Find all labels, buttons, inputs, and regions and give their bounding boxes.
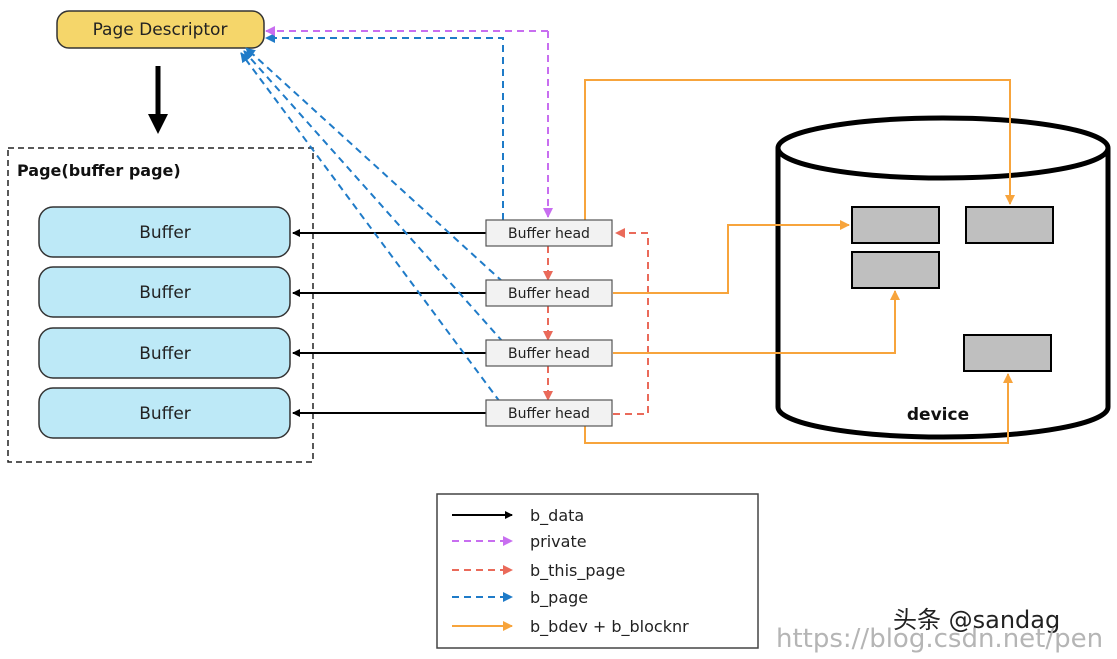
buffer-label: Buffer <box>139 223 191 243</box>
b-data-arrows <box>292 229 486 417</box>
legend-item-b-data: b_data <box>452 506 584 526</box>
device-block <box>851 251 940 289</box>
down-arrow-icon <box>148 66 168 134</box>
buffer-label: Buffer <box>139 283 191 303</box>
buffer: Buffer <box>38 387 291 439</box>
legend-label: b_bdev + b_blocknr <box>530 617 689 637</box>
buffer: Buffer <box>38 206 291 258</box>
buffer-head: Buffer head <box>485 219 613 247</box>
legend: b_data private b_this_page b_page b_bdev… <box>436 493 759 649</box>
device-cylinder: device <box>775 115 1111 440</box>
legend-label: b_page <box>530 588 588 608</box>
page-descriptor: Page Descriptor <box>56 10 265 49</box>
b-this-page-arrows <box>543 228 649 415</box>
page-descriptor-label: Page Descriptor <box>93 20 228 40</box>
device-label: device <box>907 405 969 425</box>
buffer-head-label: Buffer head <box>508 346 590 362</box>
legend-item-b-this-page: b_this_page <box>452 561 625 581</box>
watermark-author: 头条 @sandag <box>893 606 1061 634</box>
buffer-label: Buffer <box>139 344 191 364</box>
watermark-url: https://blog.csdn.net/pen <box>776 624 1104 654</box>
page-box: Page(buffer page) <box>7 147 314 463</box>
legend-label: b_data <box>530 506 584 526</box>
legend-label: b_this_page <box>530 561 625 581</box>
device-block <box>963 334 1052 372</box>
b-page-arrows <box>240 33 504 403</box>
device-block <box>965 206 1054 244</box>
buffer-head-label: Buffer head <box>508 406 590 422</box>
buffer-head-label: Buffer head <box>508 226 590 242</box>
legend-item-b-bdev-blocknr: b_bdev + b_blocknr <box>452 617 689 637</box>
legend-item-private: private <box>452 532 587 551</box>
buffer-head-label: Buffer head <box>508 286 590 302</box>
b-bdev-blocknr-arrows <box>584 79 1015 444</box>
legend-item-b-page: b_page <box>452 588 588 608</box>
legend-label: private <box>530 532 587 551</box>
buffer-label: Buffer <box>139 404 191 424</box>
buffer: Buffer <box>38 266 291 318</box>
page-box-label: Page(buffer page) <box>17 161 181 180</box>
device-block <box>851 206 940 244</box>
buffer: Buffer <box>38 327 291 379</box>
private-arrows <box>265 26 553 218</box>
buffer-head: Buffer head <box>485 339 613 367</box>
buffer-head: Buffer head <box>485 399 613 427</box>
buffer-head: Buffer head <box>485 279 613 307</box>
